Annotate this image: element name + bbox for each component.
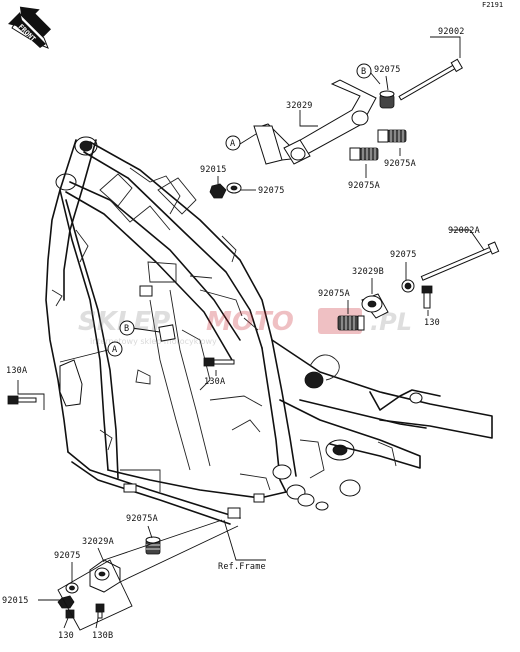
washer-92075-mid: [401, 279, 415, 293]
callout-a-upper-label: A: [230, 139, 235, 149]
label-92015-low: 92015: [2, 596, 29, 606]
label-92075a-low: 92075A: [126, 514, 158, 524]
bolt-130-low: [65, 609, 75, 619]
leader-lines: [17, 36, 485, 631]
washer-92075-upper: [226, 182, 242, 194]
nut-92015-upper: [209, 183, 227, 199]
label-130b: 130B: [92, 631, 113, 641]
middle-mount-assembly: [337, 241, 500, 331]
bolt-92002: [398, 58, 463, 101]
label-130-right: 130: [424, 318, 440, 328]
motorcycle-frame: [45, 136, 493, 525]
rubber-92075a-mid: [337, 315, 365, 331]
washer-92075-low: [65, 582, 79, 594]
bush-92075-top: [379, 90, 395, 109]
watermark-tagline: internetowy sklep motocyklowy: [90, 337, 217, 346]
callout-b-mid: B: [119, 320, 135, 336]
lower-mount-assembly: [57, 536, 161, 619]
label-92075a-mid: 92075A: [318, 289, 350, 299]
label-130a-left: 130A: [6, 366, 27, 376]
callout-b-upper: B: [356, 63, 372, 79]
bracket-32029: [253, 79, 377, 165]
label-92075-low: 92075: [54, 551, 81, 561]
bolt-130a-left: [7, 395, 37, 405]
bracket-32029a: [89, 559, 121, 593]
label-92075a-center: 92075A: [348, 181, 380, 191]
label-130a-center: 130A: [204, 377, 225, 387]
nut-92015-low: [57, 595, 75, 609]
callout-b-upper-label: B: [361, 67, 366, 77]
label-92075-mid: 92075: [390, 250, 417, 260]
front-arrow-icon: [19, 6, 52, 38]
callout-b-mid-label: B: [124, 324, 129, 334]
rubber-92075a-right: [377, 129, 407, 143]
label-32029: 32029: [286, 101, 313, 111]
callout-a-upper: A: [225, 135, 241, 151]
bolt-130a-center: [203, 357, 235, 367]
label-92002: 92002: [438, 27, 465, 37]
watermark-brand-right: MOTO: [206, 307, 294, 337]
rubber-92075a-center: [349, 147, 379, 161]
label-32029b: 32029B: [352, 267, 384, 277]
bolt-130-right: [421, 285, 433, 309]
bolt-130b: [95, 603, 105, 619]
rubber-92075a-low: [145, 536, 161, 555]
callout-a-left-label: A: [112, 345, 117, 355]
label-130-low: 130: [58, 631, 74, 641]
label-ref-frame: Ref.Frame: [218, 562, 266, 572]
label-92002a: 92002A: [448, 226, 480, 236]
label-92075a-right: 92075A: [384, 159, 416, 169]
label-92075-top: 92075: [374, 65, 401, 75]
upper-mount-assembly: [209, 58, 463, 199]
side-plate-left: [59, 359, 83, 407]
watermark: SKLEP MOTO .PL internetowy sklep motocyk…: [78, 307, 412, 346]
label-92015-upper: 92015: [200, 165, 227, 175]
callout-a-left: A: [107, 341, 123, 357]
bracket-32029b: [361, 293, 389, 319]
label-92075-upper: 92075: [258, 186, 285, 196]
diagram-code: F2191: [482, 1, 503, 9]
bolt-92002a: [420, 241, 500, 281]
label-32029a: 32029A: [82, 537, 114, 547]
